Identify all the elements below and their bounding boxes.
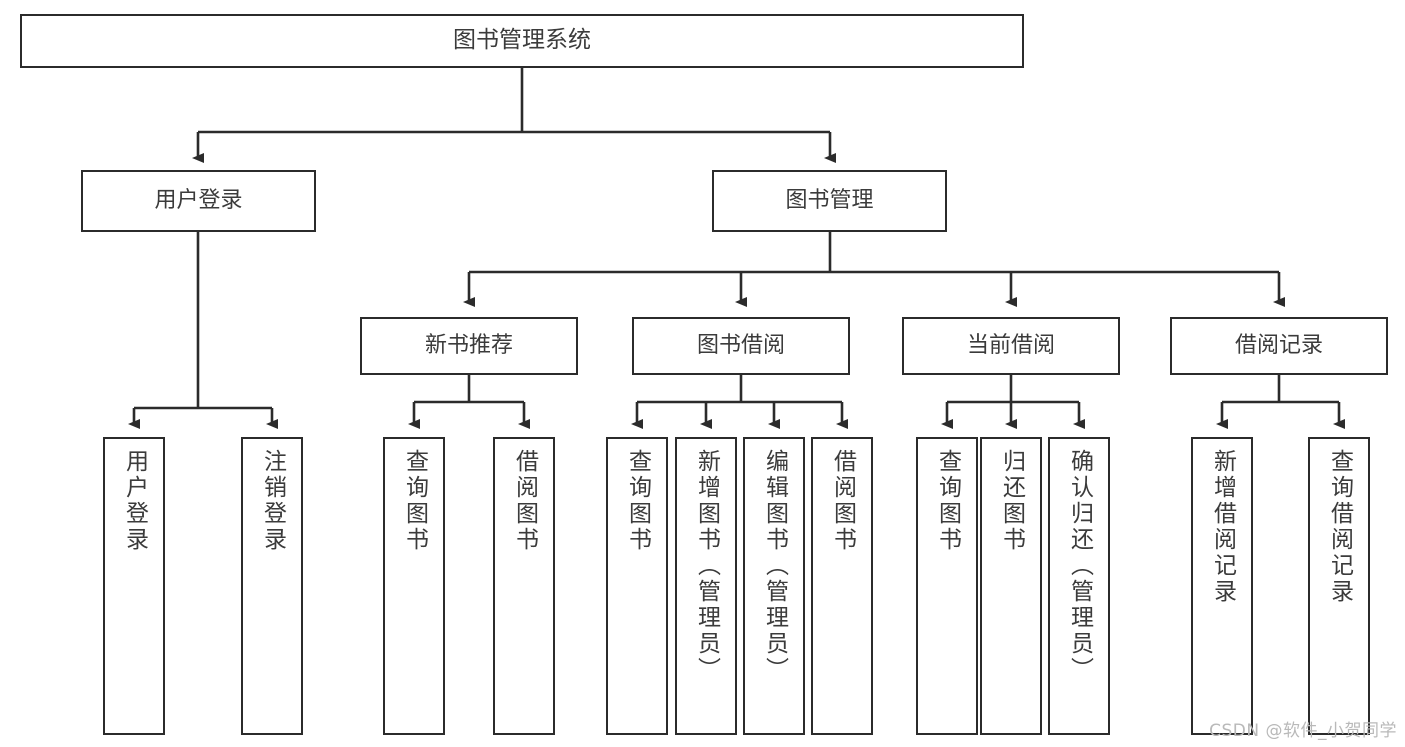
- node-user-login[interactable]: 用户登录: [81, 170, 316, 232]
- node-label: 查询图书: [934, 449, 961, 553]
- node-label: 查询图书: [401, 449, 428, 553]
- node-label: 注销登录: [259, 449, 286, 553]
- node-borrow-record[interactable]: 借阅记录: [1170, 317, 1388, 375]
- node-label: 新增图书（管理员）: [693, 449, 720, 683]
- node-label: 查询图书: [624, 449, 651, 553]
- leaf-current-borrow-query-book[interactable]: 查询图书: [916, 437, 978, 735]
- leaf-user-login-logout[interactable]: 注销登录: [241, 437, 303, 735]
- leaf-user-login-login[interactable]: 用户登录: [103, 437, 165, 735]
- leaf-book-borrow-edit-book-admin[interactable]: 编辑图书（管理员）: [743, 437, 805, 735]
- leaf-book-borrow-add-book-admin[interactable]: 新增图书（管理员）: [675, 437, 737, 735]
- node-label: 确认归还（管理员）: [1066, 449, 1093, 683]
- node-book-management[interactable]: 图书管理: [712, 170, 947, 232]
- node-label: 图书借阅: [696, 333, 785, 359]
- leaf-borrow-record-add-record[interactable]: 新增借阅记录: [1191, 437, 1253, 735]
- node-label: 借阅图书: [829, 449, 856, 553]
- leaf-borrow-record-query-record[interactable]: 查询借阅记录: [1308, 437, 1370, 735]
- node-label: 当前借阅: [966, 333, 1055, 359]
- node-label: 编辑图书（管理员）: [761, 449, 788, 683]
- node-label: 图书管理: [785, 188, 874, 214]
- node-label: 借阅记录: [1234, 333, 1323, 359]
- node-label: 新书推荐: [424, 333, 513, 359]
- node-label: 用户登录: [154, 188, 243, 214]
- node-label: 归还图书: [998, 449, 1025, 553]
- node-label: 用户登录: [121, 449, 148, 553]
- leaf-new-book-borrow-book[interactable]: 借阅图书: [493, 437, 555, 735]
- node-new-book-recommend[interactable]: 新书推荐: [360, 317, 578, 375]
- watermark: CSDN @软件_小贺同学: [1209, 721, 1397, 741]
- node-root-book-management-system[interactable]: 图书管理系统: [20, 14, 1024, 68]
- node-label: 借阅图书: [511, 449, 538, 553]
- node-current-borrow[interactable]: 当前借阅: [902, 317, 1120, 375]
- node-label: 新增借阅记录: [1209, 449, 1236, 605]
- leaf-book-borrow-query-book[interactable]: 查询图书: [606, 437, 668, 735]
- node-label: 查询借阅记录: [1326, 449, 1353, 605]
- leaf-book-borrow-borrow-book[interactable]: 借阅图书: [811, 437, 873, 735]
- node-book-borrow[interactable]: 图书借阅: [632, 317, 850, 375]
- leaf-current-borrow-confirm-return-admin[interactable]: 确认归还（管理员）: [1048, 437, 1110, 735]
- node-label: 图书管理系统: [453, 27, 591, 54]
- leaf-new-book-query-book[interactable]: 查询图书: [383, 437, 445, 735]
- leaf-current-borrow-return-book[interactable]: 归还图书: [980, 437, 1042, 735]
